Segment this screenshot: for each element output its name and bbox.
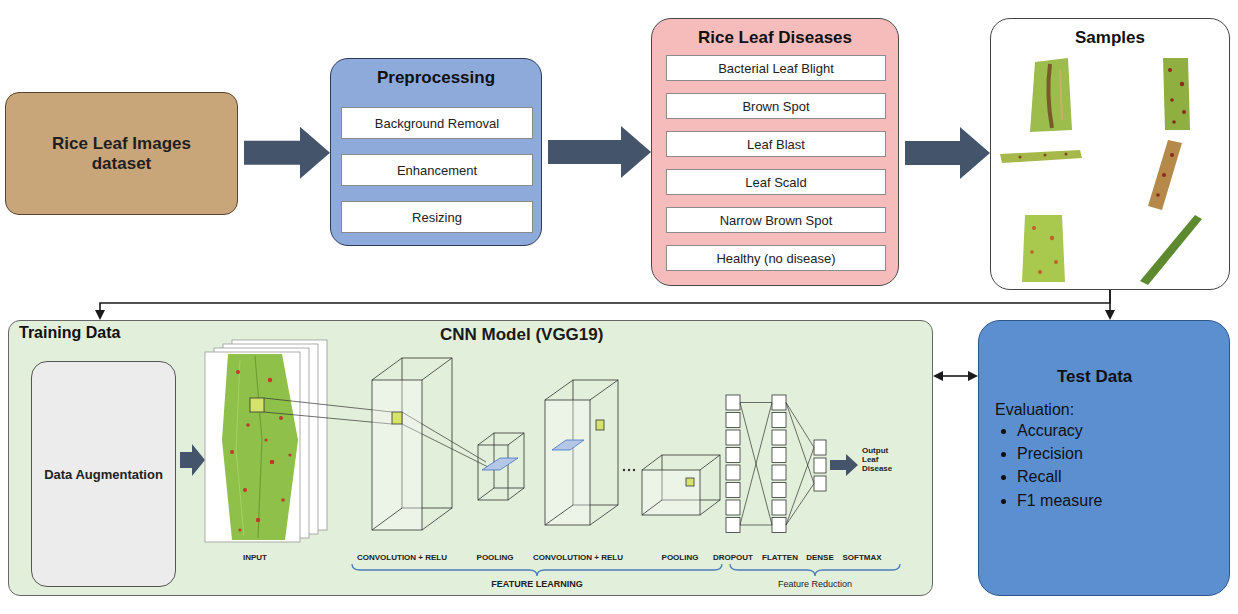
flow-arrow xyxy=(905,141,960,165)
category-item: Healthy (no disease) xyxy=(666,245,886,271)
metric-item: Recall xyxy=(1017,465,1215,488)
group-caption: Feature Reduction xyxy=(778,579,852,589)
dataset-box: Rice Leaf Images dataset xyxy=(5,92,238,215)
process-step: Enhancement xyxy=(341,154,533,186)
data-arrow xyxy=(943,375,968,377)
box-label: Leaf Blast xyxy=(747,137,805,152)
augmentation-box: Data Augmentation xyxy=(31,361,176,587)
dense-connections xyxy=(740,403,814,526)
pool-block xyxy=(642,455,720,515)
reduction-brace xyxy=(730,564,900,576)
process-step: Background Removal xyxy=(341,107,533,139)
layer-caption: DENSE xyxy=(806,553,834,562)
process-step: Resizing xyxy=(341,201,533,233)
layer-caption: POOLING xyxy=(477,553,514,562)
output-arrow xyxy=(830,454,858,476)
box-label: Bacterial Leaf Blight xyxy=(718,61,834,76)
box-label: Test Data xyxy=(1057,367,1215,387)
group-caption: FEATURE LEARNING xyxy=(491,579,582,589)
layer-caption: CONVOLUTION + RELU xyxy=(357,553,447,562)
model-title: CNN Model (VGG19) xyxy=(440,325,603,345)
dense-vector xyxy=(814,440,826,491)
data-arrow xyxy=(100,290,1110,310)
box-label: Rice Leaf Images dataset xyxy=(26,134,217,174)
category-item: Brown Spot xyxy=(666,93,886,119)
box-label: Preprocessing xyxy=(331,59,541,88)
conv-block xyxy=(372,358,452,530)
category-item: Narrow Brown Spot xyxy=(666,207,886,233)
category-item: Leaf Scald xyxy=(666,169,886,195)
metric-item: Accuracy xyxy=(1017,419,1215,442)
category-group: Rice Leaf DiseasesBacterial Leaf BlightB… xyxy=(651,18,899,286)
box-label: Enhancement xyxy=(397,163,477,178)
box-label: Healthy (no disease) xyxy=(716,251,835,266)
layer-caption: SOFTMAX xyxy=(842,553,881,562)
layer-caption: CONVOLUTION + RELU xyxy=(533,553,623,562)
sample-panel: Samples xyxy=(990,18,1230,290)
layer-caption: INPUT xyxy=(243,553,267,562)
metric-item: Precision xyxy=(1017,442,1215,465)
box-label: Narrow Brown Spot xyxy=(720,213,833,228)
input-image-stack xyxy=(205,340,327,542)
pool-block xyxy=(478,433,524,500)
receptive-field-lines xyxy=(264,398,494,470)
box-text: Evaluation: xyxy=(995,401,1215,419)
layer-caption: FLATTEN xyxy=(762,553,798,562)
box-label: Brown Spot xyxy=(742,99,809,114)
augmentation-arrow xyxy=(180,444,205,476)
process-group: PreprocessingBackground RemovalEnhanceme… xyxy=(330,58,542,246)
box-label: Samples xyxy=(991,19,1229,48)
data-arrow xyxy=(1109,290,1111,310)
flatten-vector xyxy=(772,395,786,533)
layer-caption: POOLING xyxy=(662,553,699,562)
evaluation-panel: Test DataEvaluation:AccuracyPrecisionRec… xyxy=(978,320,1230,596)
box-label: Rice Leaf Diseases xyxy=(652,19,898,48)
box-label: Leaf Scald xyxy=(745,175,806,190)
ellipsis-dots xyxy=(623,469,635,471)
output-caption: Output Leaf Disease xyxy=(862,446,896,474)
metric-item: F1 measure xyxy=(1017,489,1215,512)
category-item: Leaf Blast xyxy=(666,131,886,157)
flow-arrow xyxy=(548,140,621,164)
sample-leaf-images xyxy=(1000,58,1202,285)
box-label: Background Removal xyxy=(375,116,499,131)
layer-caption: DROPOUT xyxy=(713,553,753,562)
feature-brace xyxy=(352,564,722,576)
box-label: Data Augmentation xyxy=(44,467,163,482)
box-label: Resizing xyxy=(412,210,462,225)
category-item: Bacterial Leaf Blight xyxy=(666,55,886,81)
flow-arrow xyxy=(244,141,300,165)
conv-block xyxy=(545,380,618,525)
dropout-vector xyxy=(726,395,740,533)
